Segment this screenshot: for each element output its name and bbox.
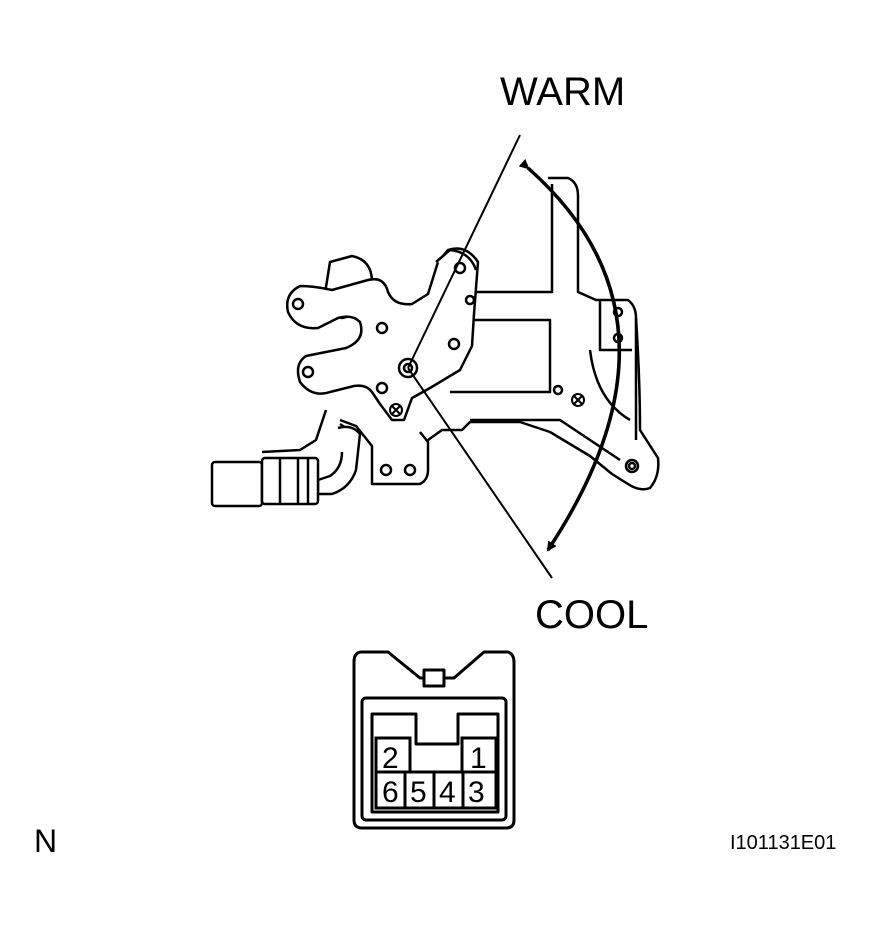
motor-body: [286, 247, 480, 422]
figure-code: I101131E01: [730, 832, 837, 854]
connector-pin-grid: [374, 736, 498, 810]
rotation-arc-arrow: [518, 158, 621, 552]
wire-connector-plug: [210, 456, 320, 508]
screw-holes: [291, 261, 640, 477]
cross-screws: [389, 393, 585, 417]
view-letter: N: [34, 823, 58, 859]
cool-label: COOL: [535, 593, 649, 637]
pin-6-label: 6: [382, 776, 399, 809]
pin-5-label: 5: [410, 776, 427, 809]
warm-position-line: [407, 134, 521, 369]
pin-3-label: 3: [468, 776, 485, 809]
pin-4-label: 4: [439, 776, 456, 809]
pin-2-label: 2: [382, 742, 399, 775]
warm-label: WARM: [500, 70, 626, 114]
pin-1-label: 1: [470, 742, 487, 775]
cool-position-line: [407, 367, 553, 579]
